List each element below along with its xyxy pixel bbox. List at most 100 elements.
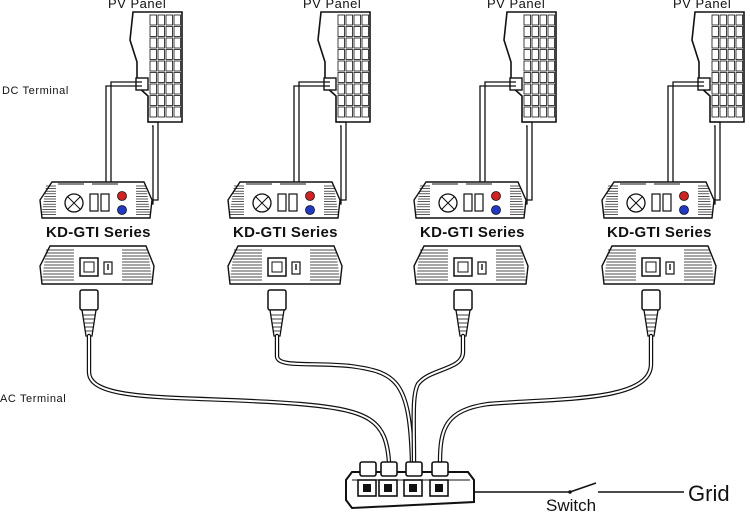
ac-cable-4-core [439,335,652,463]
pv-cell [361,37,369,49]
pv-cell [173,26,181,37]
pv-cell [735,49,743,60]
switch-label: Switch [546,496,597,515]
pv-cell [353,95,361,106]
power-strip [345,461,475,510]
pv-cell [173,106,181,118]
ac-cable-1-core [88,335,390,463]
pv-cell [157,49,165,60]
positive-terminal-icon [679,191,689,201]
pv-cell [711,60,719,72]
pv-cell [735,14,743,26]
plug-head [453,289,473,311]
pv-cell [523,83,531,95]
pv-cell [523,49,531,60]
pv-panel-2 [317,11,371,123]
positive-terminal-icon [117,191,127,201]
pv-cell [547,83,555,95]
pv-cell [337,83,345,95]
pv-cell [173,83,181,95]
pv-cell [353,83,361,95]
pv-cell [345,49,353,60]
pv-cell [361,95,369,106]
strip-plug-2 [380,461,398,477]
pv-cell [149,95,157,106]
pv-cell [719,106,727,118]
pv-cell [727,83,735,95]
pv-cell [361,14,369,26]
pv-cell [735,95,743,106]
pv-cell [531,14,539,26]
pv-cell [345,95,353,106]
unit-4 [601,11,745,337]
junction-box [323,77,337,91]
pv-cell [547,26,555,37]
pv-cell [345,26,353,37]
negative-terminal-icon [117,205,127,215]
pv-cell [353,37,361,49]
pv-cell [727,72,735,83]
pv-cell [353,106,361,118]
inverter-top-2 [227,181,341,219]
pv-cell [719,60,727,72]
pv-cell [719,83,727,95]
inverter-series-label-4: KD-GTI Series [607,224,712,241]
inverter-top-1 [39,181,153,219]
positive-terminal-icon [491,191,501,201]
pv-cell [711,26,719,37]
inverter-series-label-1: KD-GTI Series [46,224,151,241]
pv-cell [337,106,345,118]
ac-socket-inner [457,261,469,273]
pv-cell [157,106,165,118]
pv-cell [539,95,547,106]
pv-cell [157,95,165,106]
pv-cell [531,49,539,60]
pv-cell [337,49,345,60]
ac-plug-4 [641,289,661,337]
negative-terminal-icon [679,205,689,215]
pv-cell [539,60,547,72]
pv-cell [165,37,173,49]
pv-cell [719,37,727,49]
pv-cell [711,14,719,26]
pv-cell [149,106,157,118]
pv-cell [345,60,353,72]
mppt-connector [277,193,287,212]
inverter-top-4 [601,181,715,219]
pv-cell [157,37,165,49]
dc-cable [110,81,142,196]
pv-cell [539,49,547,60]
pv-cell [727,49,735,60]
pv-cell [735,106,743,118]
ac-cable-2-core [276,335,413,463]
pv-cell [547,49,555,60]
mppt-connector [662,193,672,212]
pv-cell [337,72,345,83]
pv-cell [361,26,369,37]
ac-plug-3 [453,289,473,337]
ac-socket-inner [645,261,657,273]
pv-cell [735,60,743,72]
pv-cell [547,72,555,83]
unit-2 [227,11,371,337]
pv-cell [523,60,531,72]
pv-cell [735,26,743,37]
pv-cell [173,37,181,49]
pv-panel-label-2: PV Panel [303,0,362,11]
pv-cell [547,37,555,49]
pv-cell [149,60,157,72]
pv-cell [531,26,539,37]
pv-cell [523,72,531,83]
pv-cell [361,83,369,95]
pv-cell [173,60,181,72]
ac-cable-1 [86,333,392,465]
mppt-connector [288,193,298,212]
pv-cell [353,72,361,83]
mppt-connector [89,193,99,212]
pv-panel-1 [129,11,183,123]
pv-cell [727,95,735,106]
pv-cell [149,72,157,83]
pv-cell [165,49,173,60]
